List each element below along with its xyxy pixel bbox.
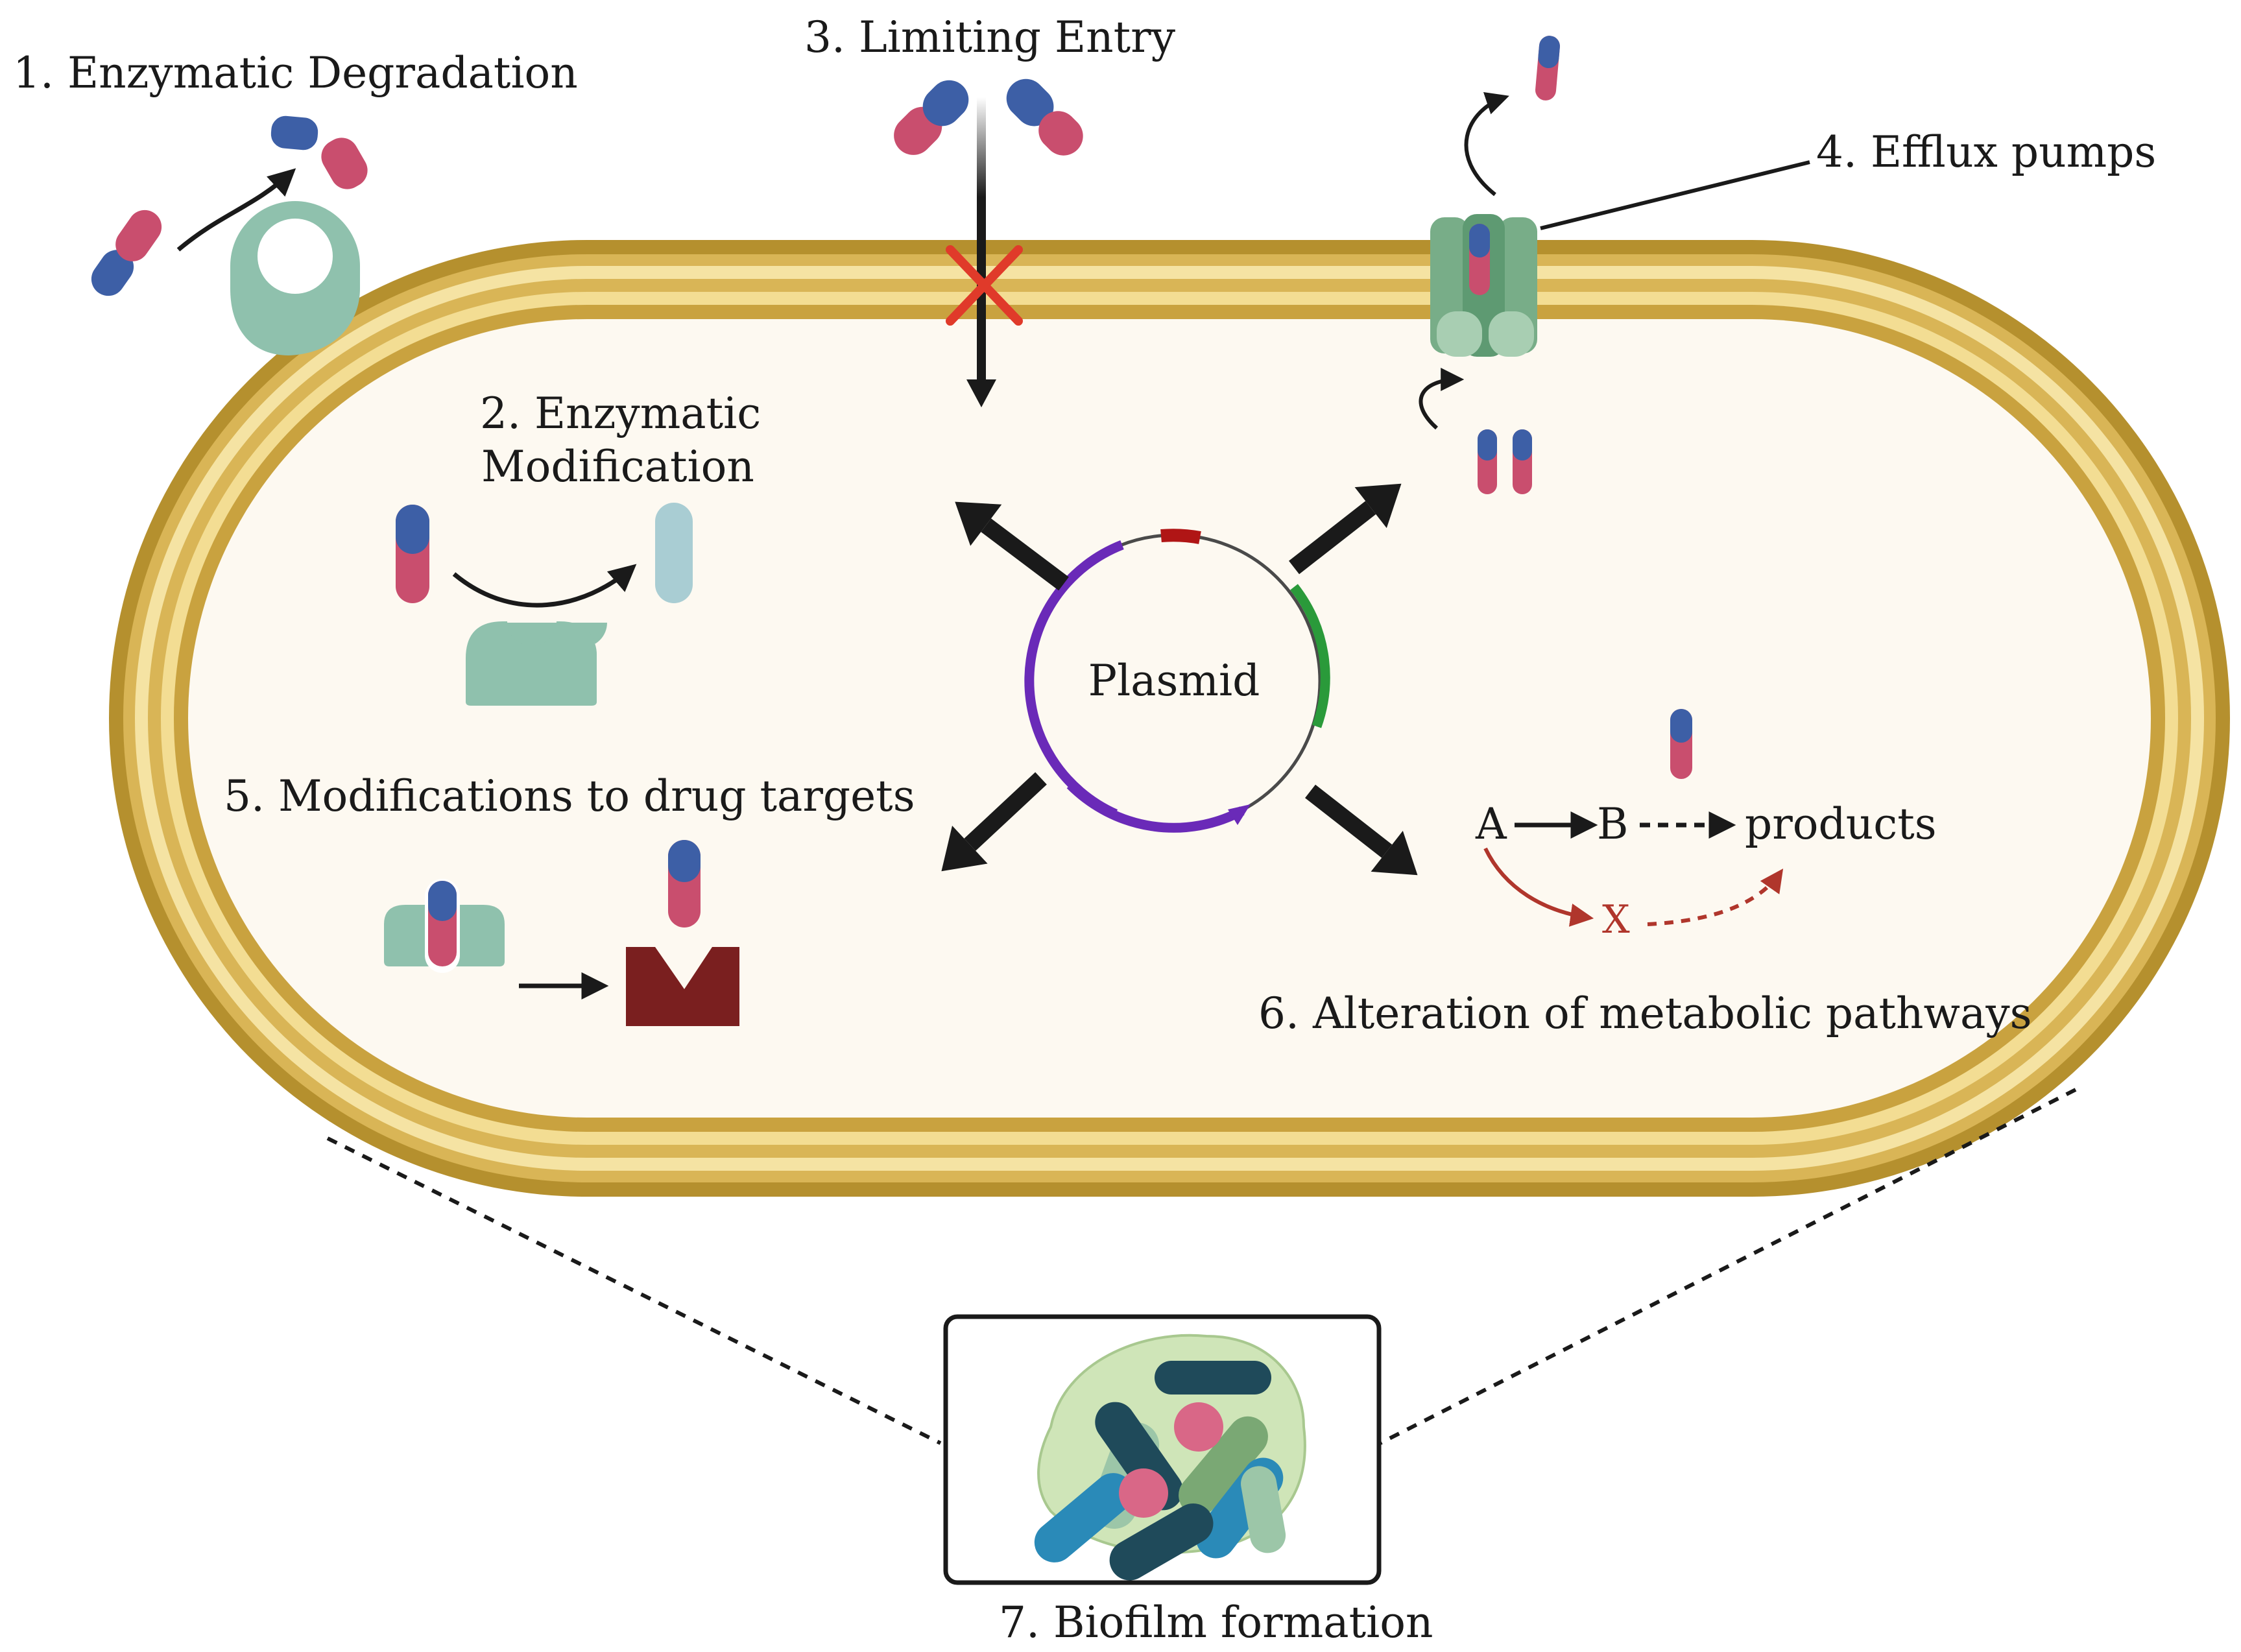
antibiotic-capsule-icon	[894, 80, 969, 155]
blocked-x-icon	[946, 245, 1023, 326]
label-alteration-metabolic: 6. Alteration of metabolic pathways	[1258, 988, 2031, 1038]
plasmid-gene-green	[1290, 584, 1330, 728]
plasmid-gene-red	[1160, 529, 1201, 544]
degradation-arrow	[176, 168, 296, 252]
efflux-pump-icon	[1430, 214, 1537, 357]
label-enzymatic-degradation: 1. Enzymatic Degradation	[13, 48, 578, 98]
efflux-pump-group: 4. Efflux pumps	[1419, 36, 2156, 494]
efflux-leader-line	[1540, 160, 1810, 230]
plasmid-gene-purple-2	[1066, 781, 1245, 833]
alt-pathway-dashed-arrow	[1647, 868, 1784, 926]
inactivated-drug-icon	[655, 503, 693, 603]
pathway-node-a: A	[1475, 799, 1507, 849]
pathway-node-b: B	[1597, 799, 1629, 849]
label-enzymatic-modification-1: 2. Enzymatic	[480, 389, 761, 438]
entry-arrow-shaft	[977, 97, 986, 383]
enzymatic-modification-group: 2. Enzymatic Modification	[396, 389, 761, 706]
label-efflux-pumps: 4. Efflux pumps	[1816, 127, 2156, 177]
cleaved-blue-half-icon	[270, 115, 318, 150]
zoom-line-right	[1379, 1088, 2077, 1445]
label-plasmid: Plasmid	[1088, 656, 1260, 706]
pathway-blocked-x: X	[1602, 897, 1630, 942]
cleaved-pink-half-icon	[321, 138, 368, 189]
modification-arrow	[452, 564, 637, 608]
label-limiting-entry: 3. Limiting Entry	[804, 12, 1176, 62]
antibiotic-capsule-icon	[91, 209, 162, 296]
pathway-products: products	[1745, 799, 1937, 849]
arrow-to-efflux	[1288, 483, 1402, 575]
antibiotic-capsule-icon	[1006, 78, 1083, 156]
limiting-entry-group: 3. Limiting Entry	[804, 12, 1176, 407]
efflux-in-arrow	[1419, 368, 1465, 430]
enzymatic-degradation-group: 1. Enzymatic Degradation	[13, 48, 578, 355]
modifying-enzyme-icon	[466, 621, 597, 706]
plasmid-group: Plasmid	[941, 483, 1418, 876]
modified-target-icon	[626, 947, 739, 1026]
arrow-to-metabolic	[1304, 784, 1418, 876]
bacterial-cell	[109, 240, 2230, 1197]
biofilm-bacteria-icon	[1034, 1361, 1286, 1581]
plasmid-effect-arrows	[941, 483, 1418, 876]
label-enzymatic-modification-2: Modification	[481, 442, 754, 492]
biofilm-group: 7. Biofilm formation	[326, 1088, 2077, 1647]
label-modifications-drug-targets: 5. Modifications to drug targets	[224, 771, 915, 821]
efflux-out-arrow	[1464, 92, 1509, 197]
entry-arrow-head	[966, 379, 996, 407]
original-target-icon	[384, 905, 505, 966]
zoom-line-left	[326, 1136, 942, 1445]
arrow-to-targets	[941, 772, 1047, 872]
label-biofilm-formation: 7. Biofilm formation	[999, 1598, 1433, 1647]
alt-pathway-arrow	[1483, 847, 1594, 927]
arrow-to-modification	[955, 501, 1069, 591]
drug-target-modification-group: 5. Modifications to drug targets	[224, 771, 915, 1026]
metabolic-pathway-group: A B products X 6. Alteration of metaboli…	[1258, 709, 2031, 1038]
